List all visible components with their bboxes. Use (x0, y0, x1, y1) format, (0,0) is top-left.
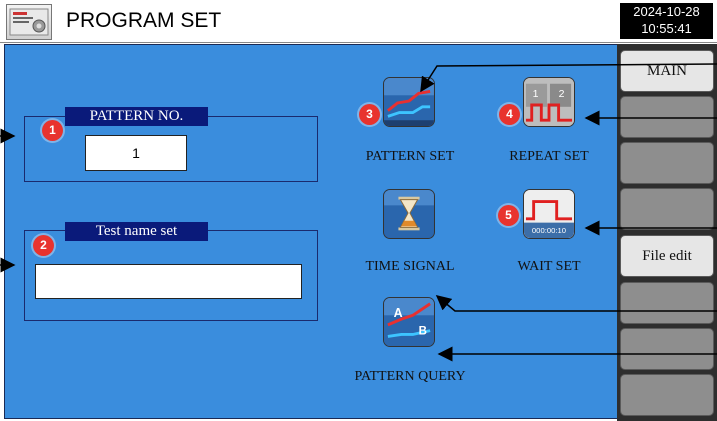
app-logo (6, 4, 52, 40)
repeat-set-icon[interactable]: 1 2 (523, 77, 575, 127)
sidebar-button-6[interactable] (620, 282, 714, 324)
callout-badge-1: 1 (42, 120, 63, 141)
test-name-field[interactable] (35, 264, 302, 299)
repeat-step-2: 2 (559, 88, 565, 100)
wait-timer-text: 000:00:10 (532, 226, 566, 235)
pattern-set-label[interactable]: PATTERN SET (365, 149, 455, 164)
sidebar: MAIN File edit (617, 44, 717, 421)
callout-badge-3: 3 (359, 104, 380, 125)
time-signal-icon[interactable] (383, 189, 435, 239)
sidebar-button-8[interactable] (620, 374, 714, 416)
header-bar: PROGRAM SET 2024-10-28 10:55:41 (0, 0, 717, 43)
callout-badge-2: 2 (33, 235, 54, 256)
pattern-query-icon[interactable]: A B (383, 297, 435, 347)
callout-badge-4: 4 (499, 104, 520, 125)
datetime-display: 2024-10-28 10:55:41 (620, 3, 713, 39)
repeat-set-label[interactable]: REPEAT SET (509, 149, 589, 164)
wait-set-label[interactable]: WAIT SET (517, 259, 581, 274)
arrow-pattern-set (420, 63, 717, 93)
main-panel: PATTERN NO. 1 1 Test name set 2 3 PATTER… (4, 44, 618, 419)
time-text: 10:55:41 (641, 21, 692, 36)
page-title: PROGRAM SET (66, 9, 222, 32)
sidebar-button-7[interactable] (620, 328, 714, 370)
test-name-label: Test name set (65, 222, 208, 241)
callout-badge-5: 5 (498, 205, 519, 226)
sidebar-button-2[interactable] (620, 96, 714, 138)
sidebar-button-file-edit[interactable]: File edit (620, 235, 714, 277)
arrow-time-signal (435, 295, 717, 312)
pattern-query-label[interactable]: PATTERN QUERY (354, 369, 466, 384)
pattern-no-label: PATTERN NO. (65, 107, 208, 126)
wait-set-icon[interactable]: 000:00:10 (523, 189, 575, 239)
sidebar-button-3[interactable] (620, 142, 714, 184)
pattern-query-mark-a: A (394, 306, 403, 320)
pattern-query-mark-b: B (419, 325, 427, 337)
pattern-no-field[interactable]: 1 (85, 135, 187, 171)
time-signal-label[interactable]: TIME SIGNAL (365, 259, 455, 274)
repeat-step-1: 1 (533, 88, 539, 100)
sidebar-button-4[interactable] (620, 188, 714, 230)
date-text: 2024-10-28 (633, 4, 700, 19)
sidebar-button-main[interactable]: MAIN (620, 50, 714, 92)
